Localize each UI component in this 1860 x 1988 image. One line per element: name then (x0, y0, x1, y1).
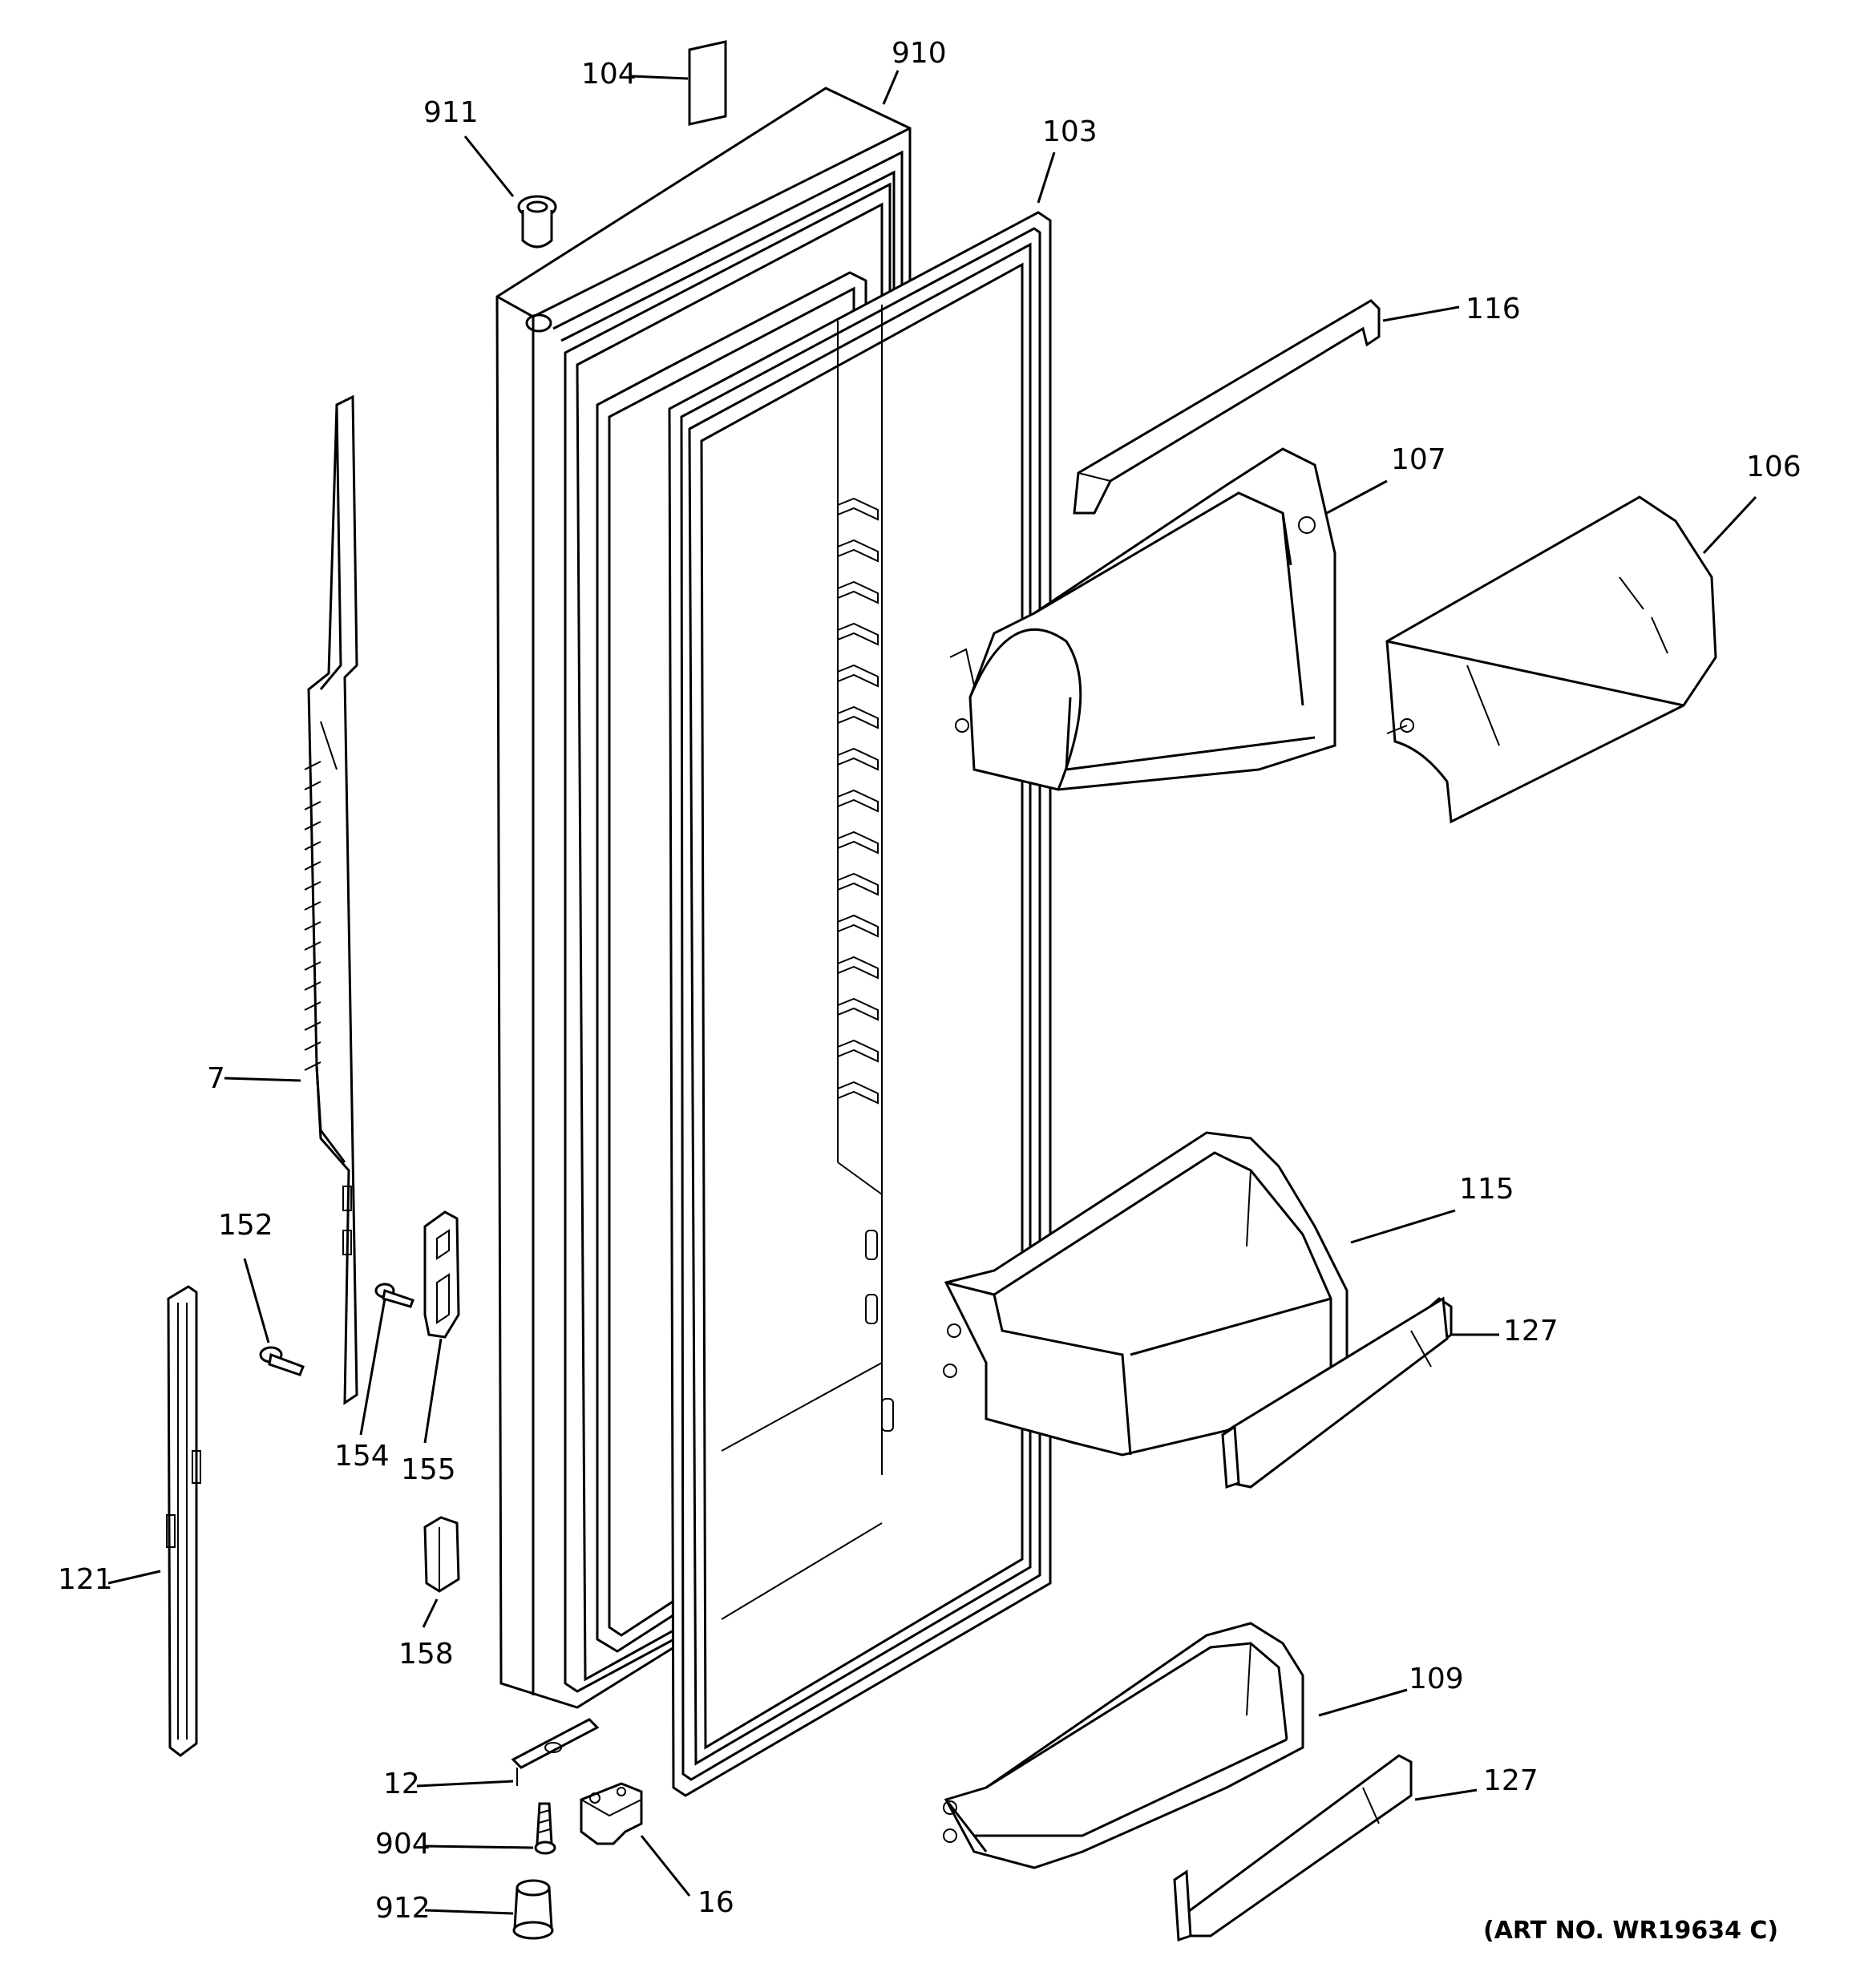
label-152: 152 (218, 1209, 273, 1242)
part-127-bin-clip-upper (1221, 1296, 1453, 1489)
part-152-screw (259, 1346, 305, 1376)
part-107-door-bin (949, 447, 1336, 791)
label-121: 121 (58, 1563, 113, 1596)
label-116: 116 (1466, 293, 1521, 325)
part-116-trim-bar (1073, 299, 1381, 515)
part-7-handle (304, 394, 358, 1405)
label-115: 115 (1459, 1173, 1514, 1206)
label-904: 904 (375, 1828, 431, 1861)
label-109: 109 (1409, 1663, 1464, 1695)
art-number: (ART NO. WR19634 C) (1483, 1917, 1778, 1945)
label-158: 158 (398, 1638, 454, 1671)
part-12-hinge-plate (511, 1718, 600, 1786)
part-158-door-stop (423, 1516, 460, 1593)
part-104-label-card (688, 40, 727, 126)
label-912: 912 (375, 1892, 431, 1925)
part-109-door-bin (943, 1622, 1304, 1869)
door-gasket (668, 211, 1052, 1797)
shelf-support-tabs (837, 497, 894, 1432)
label-911: 911 (423, 96, 479, 129)
label-16: 16 (698, 1886, 734, 1919)
label-107: 107 (1391, 443, 1446, 476)
label-910: 910 (892, 37, 947, 70)
part-16-bottom-hinge (580, 1782, 643, 1845)
part-121-side-trim (166, 1285, 201, 1757)
part-154-screw (374, 1283, 414, 1308)
label-7: 7 (207, 1062, 225, 1095)
label-154: 154 (334, 1440, 390, 1473)
part-911-bushing (517, 195, 557, 248)
leader-lines (107, 70, 1757, 1915)
label-106: 106 (1746, 451, 1801, 483)
label-155: 155 (401, 1453, 456, 1486)
part-106-bin-cover (1385, 495, 1717, 824)
part-155-hinge-bracket (423, 1210, 460, 1339)
label-127-lower: 127 (1483, 1764, 1539, 1797)
part-912-bushing (512, 1879, 554, 1940)
part-127-bin-clip-lower (1173, 1754, 1413, 1942)
part-904-screw (534, 1802, 556, 1855)
label-127-upper: 127 (1503, 1315, 1559, 1348)
label-104: 104 (581, 58, 637, 91)
callout-labels: 104 910 911 103 116 107 106 7 152 154 15… (58, 37, 1801, 1945)
label-12: 12 (383, 1768, 420, 1800)
label-103: 103 (1042, 115, 1098, 148)
liner-cavity-detail (721, 305, 883, 1620)
part-115-door-bin (943, 1131, 1348, 1457)
